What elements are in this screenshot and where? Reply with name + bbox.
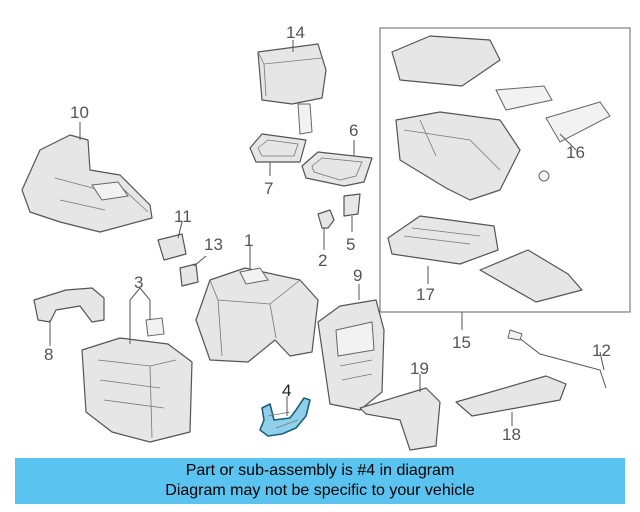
part-18-handle — [455, 375, 567, 417]
callout-14: 14 — [286, 23, 305, 42]
callout-12: 12 — [592, 341, 611, 360]
callout-8: 8 — [44, 345, 53, 364]
callout-2: 2 — [318, 251, 327, 270]
callout-19: 19 — [410, 359, 429, 378]
callout-1: 1 — [244, 231, 253, 250]
part-13-switch — [179, 263, 199, 287]
part-3-console-frame — [81, 317, 193, 443]
part-4-bracket-highlighted — [259, 397, 311, 437]
banner-line-2: Diagram may not be specific to your vehi… — [165, 482, 475, 499]
part-14-storage-box — [257, 43, 327, 135]
callout-17: 17 — [416, 285, 435, 304]
part-1-console-body — [195, 267, 319, 363]
part-9-rear-panel — [317, 299, 385, 411]
banner-line-1: Part or sub-assembly is #4 in diagram — [185, 462, 455, 479]
callout-11: 11 — [174, 207, 192, 226]
group-15-armrest-assembly — [379, 27, 631, 313]
part-19-lever — [359, 387, 441, 451]
callout-13: 13 — [204, 235, 223, 254]
leader-lines — [49, 40, 605, 426]
part-5-clip — [343, 193, 361, 217]
callout-3: 3 — [134, 273, 143, 292]
callout-18: 18 — [502, 425, 521, 444]
part-10-console-rear-tray — [21, 134, 153, 233]
callout-16: 16 — [566, 143, 585, 162]
callout-7: 7 — [264, 179, 273, 198]
part-7-tray-mat — [249, 133, 307, 163]
callout-15: 15 — [452, 333, 471, 352]
part-11-switch — [157, 233, 187, 261]
callout-5: 5 — [346, 235, 355, 254]
info-banner: Part or sub-assembly is #4 in diagram Di… — [15, 458, 625, 504]
callout-10: 10 — [70, 103, 89, 122]
part-8-bracket — [33, 287, 105, 323]
part-2-push-pin — [317, 209, 335, 229]
callout-6: 6 — [349, 121, 358, 140]
callout-9: 9 — [353, 266, 362, 285]
part-12-cable — [507, 329, 607, 389]
parts-diagram: 14 10 6 7 16 11 5 13 1 2 9 3 17 8 15 12 … — [21, 23, 631, 451]
callout-labels: 14 10 6 7 16 11 5 13 1 2 9 3 17 8 15 12 … — [44, 23, 611, 444]
callout-4: 4 — [282, 381, 291, 400]
part-6-tray-liner — [301, 151, 373, 187]
